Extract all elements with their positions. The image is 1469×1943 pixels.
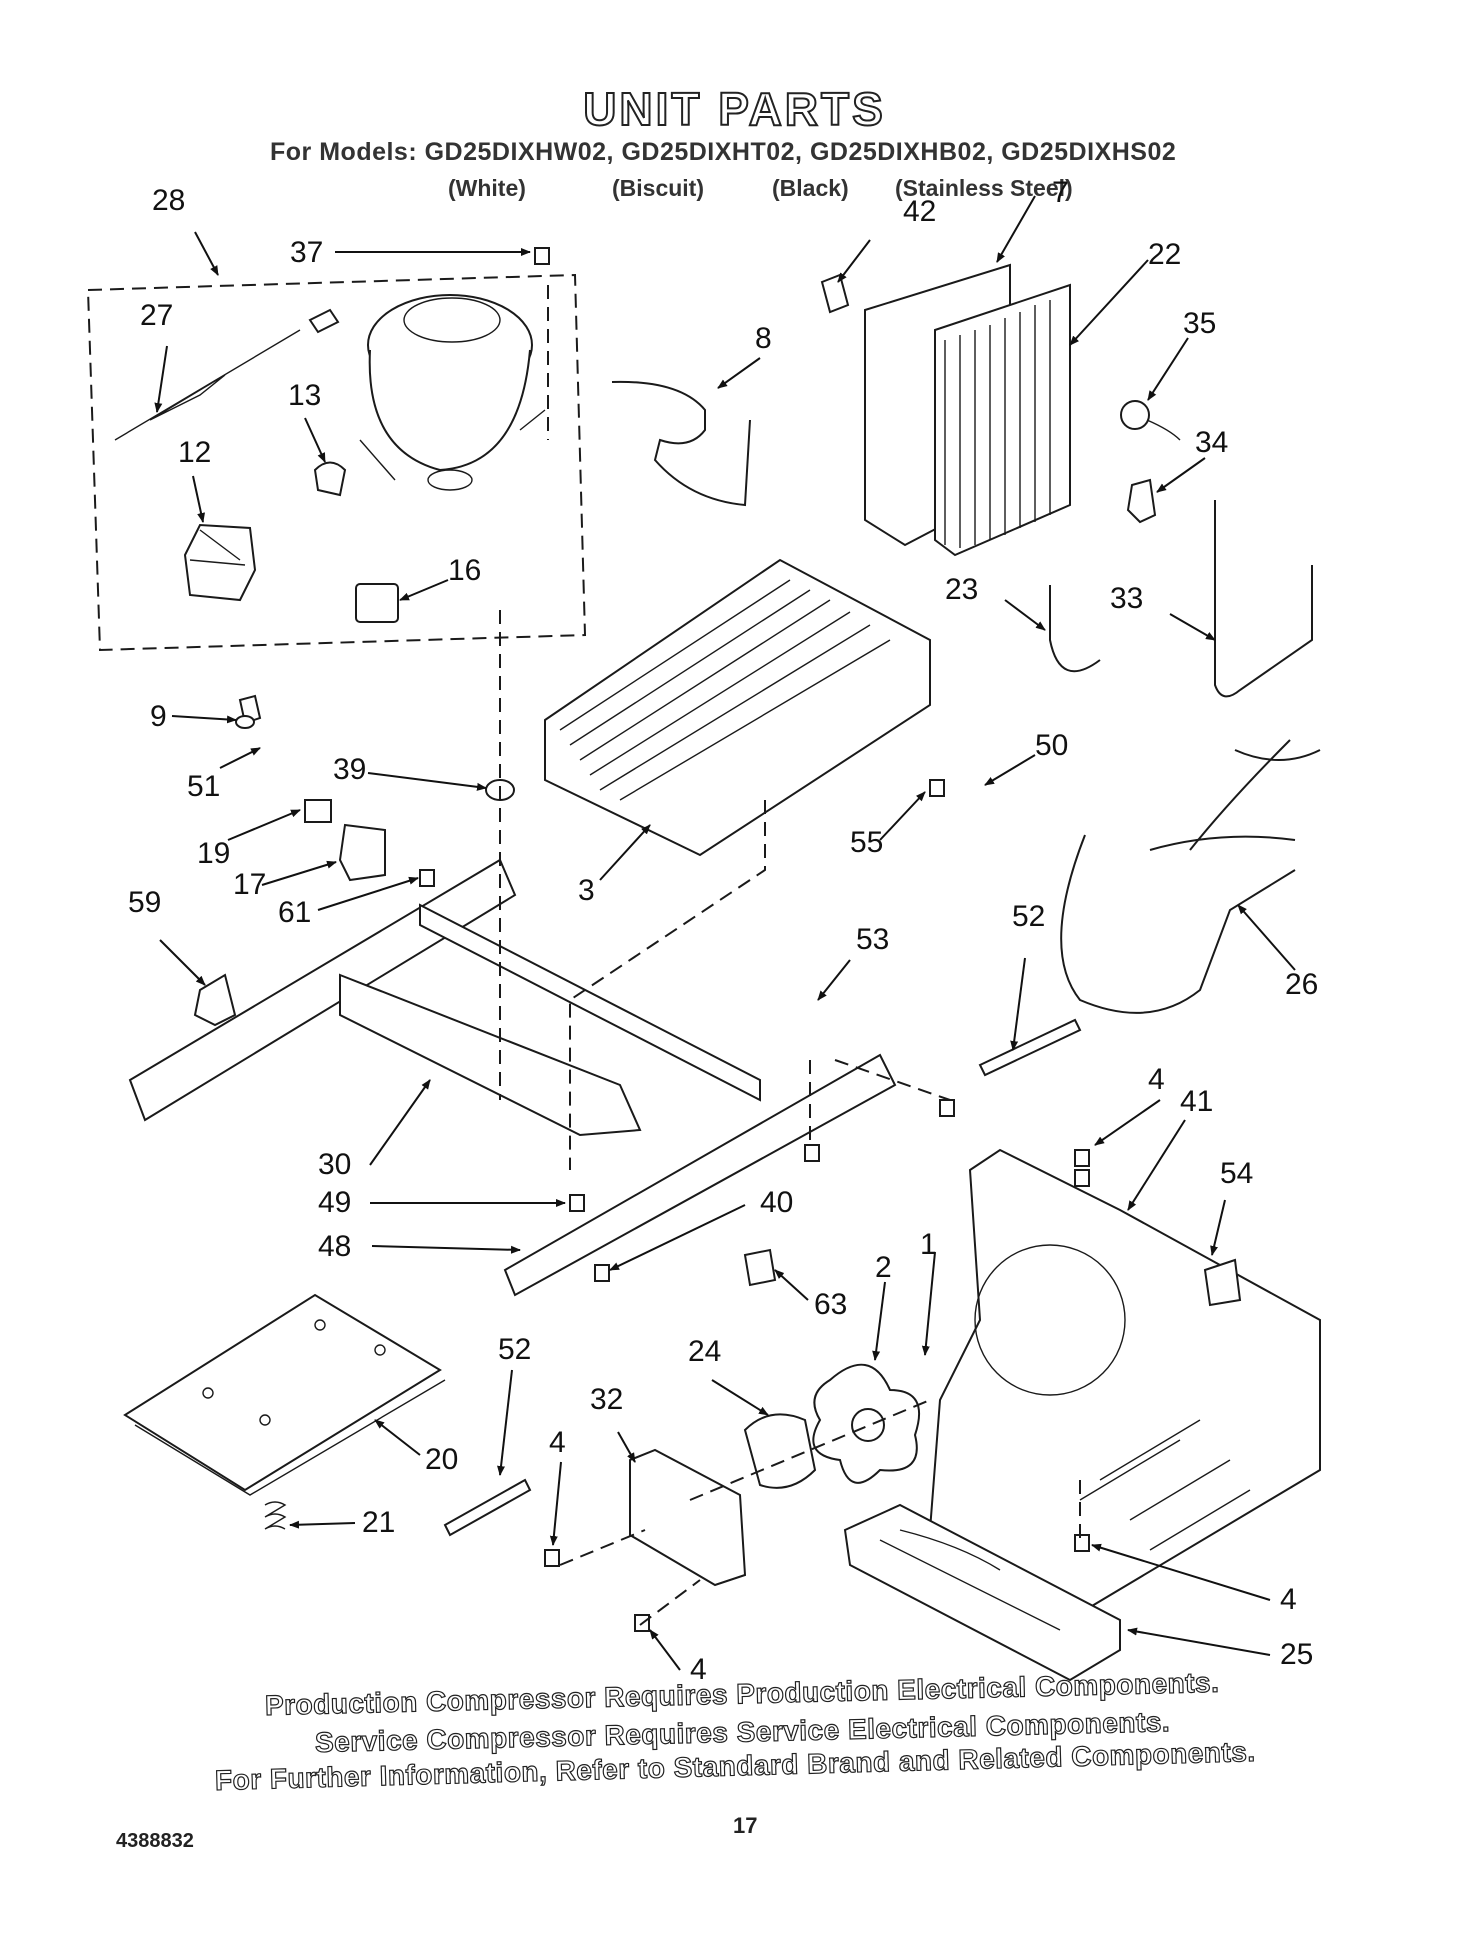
callout-label: 41 [1180,1085,1214,1118]
part-34-drawing [1126,478,1157,524]
callout-label: 4 [1148,1063,1165,1096]
color-label-black: (Black) [772,175,849,201]
callout-label: 12 [178,436,212,469]
part-9-drawing [235,715,255,729]
callout-label: 21 [362,1506,396,1539]
callout-label: 52 [1012,900,1046,933]
callout-label: 32 [590,1383,624,1416]
part-59-drawing [193,973,237,1027]
callout-label: 42 [903,195,937,228]
callout-label: 52 [498,1333,532,1366]
document-number: 4388832 [116,1830,194,1852]
page-title: UNIT PARTS [582,82,886,136]
color-label-white: (White) [448,175,526,201]
page-number: 17 [733,1813,758,1838]
callout-label: 20 [425,1443,459,1476]
callout-label: 49 [318,1186,352,1219]
callout-label: 50 [1035,729,1069,762]
callout-label: 7 [1052,176,1069,209]
callout-label: 25 [1280,1638,1314,1671]
callout-label: 4 [690,1653,707,1686]
callout-label: 59 [128,886,162,919]
fan-motor-drawing [743,1413,817,1489]
callout-label: 34 [1195,426,1229,459]
callout-label: 27 [140,299,174,332]
part-42-drawing [820,273,850,314]
callout-label: 61 [278,896,312,929]
relay-thermistor-drawing [114,329,301,441]
callout-label: 17 [233,868,267,901]
callout-label: 1 [920,1228,937,1261]
part-35-drawing [1120,400,1150,430]
callout-label: 26 [1285,968,1319,1001]
motor-bracket-drawing [629,1448,747,1587]
callout-label: 19 [197,837,231,870]
callout-label: 3 [578,874,595,907]
callout-label: 8 [755,322,772,355]
color-label-biscuit: (Biscuit) [612,175,704,201]
callout-label: 51 [187,770,221,803]
callout-label: 22 [1148,238,1182,271]
callout-label: 24 [688,1335,722,1368]
callout-label: 30 [318,1148,352,1181]
part-17-drawing [338,823,386,882]
part-33-drawing [1214,500,1313,698]
screws-drawing [419,247,1090,1632]
models-line: For Models: GD25DIXHW02, GD25DIXHT02, GD… [270,138,1177,166]
compressor-drawing [359,294,546,491]
part-54-drawing [1203,1258,1242,1307]
condenser-coil-drawing [544,558,931,857]
callout-label: 9 [150,700,167,733]
tube-8-drawing [611,380,751,507]
callout-label: 48 [318,1230,352,1263]
base-plate-drawing [123,1293,446,1496]
callout-label: 55 [850,826,884,859]
callout-label: 63 [814,1288,848,1321]
callout-label: 4 [549,1426,566,1459]
callout-label: 13 [288,379,322,412]
callout-label: 16 [448,554,482,587]
color-label-stainless: (Stainless Steel) [895,175,1073,201]
compressor-assembly-outline [86,273,587,652]
callout-label: 53 [856,923,890,956]
callout-label: 28 [152,184,186,217]
callout-label: 2 [875,1251,892,1284]
drain-pan-drawing [843,1503,1121,1682]
mounting-frame-drawing [128,858,897,1297]
part-63-drawing [743,1248,777,1287]
callout-label: 4 [1280,1583,1297,1616]
wire-harness-26-drawing [1060,834,1296,1014]
tie-strap-52-drawing [978,1018,1082,1077]
clip-13-drawing [313,461,347,497]
callout-label: 40 [760,1186,794,1219]
spring-21-drawing [264,1501,287,1530]
part-23-drawing [1049,585,1101,673]
callout-label: 37 [290,236,324,269]
callout-label: 39 [333,753,367,786]
callout-label: 23 [945,573,979,606]
callout-label: 35 [1183,307,1217,340]
callout-label: 54 [1220,1157,1254,1190]
evaporator-coil-drawing [864,263,1071,557]
part-19-drawing [304,799,332,823]
capacitor-16-drawing [355,583,399,623]
callout-label: 33 [1110,582,1144,615]
